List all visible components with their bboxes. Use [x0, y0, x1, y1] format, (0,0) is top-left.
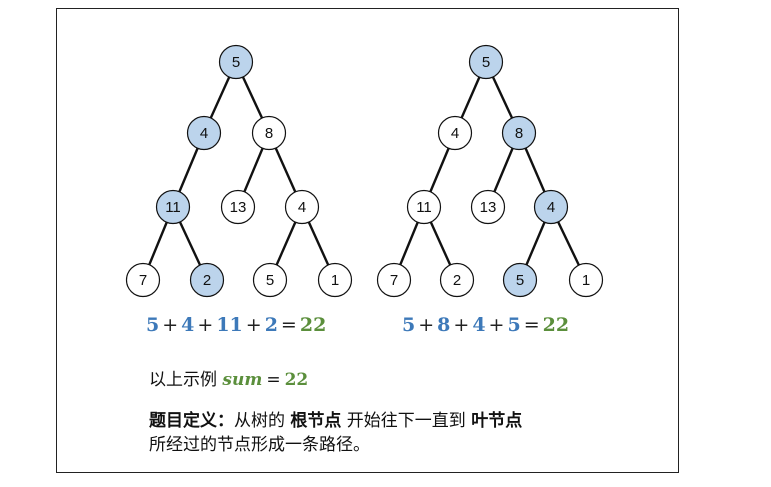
tree-node: 5: [252, 262, 288, 298]
node-label: 7: [390, 272, 398, 289]
node-label: 11: [416, 199, 432, 216]
definition-text-1: 从树的: [234, 411, 291, 431]
node-label: 5: [266, 272, 274, 289]
tree-node: 1: [317, 262, 353, 298]
node-label: 4: [451, 125, 459, 142]
node-circle: [189, 262, 225, 298]
sum-variable: sum: [222, 370, 263, 390]
node-circle: [470, 189, 506, 225]
tree-node: 2: [439, 262, 475, 298]
tree-node: 7: [376, 262, 412, 298]
node-circle: [439, 262, 475, 298]
definition-line-1: 题目定义：从树的 根节点 开始往下一直到 叶节点: [149, 406, 522, 431]
definition-title: 题目定义：: [149, 411, 234, 431]
node-label: 1: [582, 272, 590, 289]
node-circle: [568, 262, 604, 298]
equation-right: 5+8+4+5=22: [402, 314, 569, 336]
tree-node-highlighted: 5: [468, 44, 504, 80]
definition-text-3: 所经过的节点形成一条路径。: [149, 435, 370, 455]
plus-operator: +: [162, 314, 179, 336]
node-circle: [251, 115, 287, 151]
node-circle: [533, 189, 569, 225]
equation-result: 22: [299, 314, 327, 336]
tree-node-highlighted: 2: [189, 262, 225, 298]
plus-operator: +: [488, 314, 505, 336]
tree-node: 1: [568, 262, 604, 298]
node-label: 7: [139, 272, 147, 289]
plus-operator: +: [245, 314, 262, 336]
node-label: 8: [515, 125, 523, 142]
tree-node: 8: [251, 115, 287, 151]
equals-operator: =: [523, 314, 540, 336]
tree-node-highlighted: 11: [155, 189, 191, 225]
tree-node-highlighted: 8: [501, 115, 537, 151]
equation-term: 5: [402, 314, 416, 336]
node-label: 4: [298, 199, 306, 216]
equation-term: 2: [264, 314, 278, 336]
plus-operator: +: [418, 314, 435, 336]
equation-term: 11: [216, 314, 243, 336]
tree-node-highlighted: 5: [218, 44, 254, 80]
tree-node: 7: [125, 262, 161, 298]
node-label: 4: [200, 125, 208, 142]
equation-term: 8: [437, 314, 451, 336]
definition-text-2: 开始往下一直到: [341, 411, 472, 431]
node-circle: [437, 115, 473, 151]
node-circle: [125, 262, 161, 298]
node-label: 5: [482, 54, 490, 71]
node-circle: [376, 262, 412, 298]
tree-node: 13: [470, 189, 506, 225]
definition-line-2: 所经过的节点形成一条路径。: [149, 430, 370, 455]
node-circle: [252, 262, 288, 298]
node-label: 5: [516, 272, 524, 289]
tree-node: 13: [220, 189, 256, 225]
node-circle: [501, 115, 537, 151]
example-prefix: 以上示例: [149, 370, 217, 390]
node-circle: [468, 44, 504, 80]
node-label: 13: [230, 199, 247, 216]
plus-operator: +: [453, 314, 470, 336]
equation-term: 4: [472, 314, 486, 336]
tree-node-highlighted: 4: [533, 189, 569, 225]
node-circle: [317, 262, 353, 298]
tree-node-highlighted: 4: [186, 115, 222, 151]
sum-value: 22: [284, 370, 309, 390]
node-circle: [186, 115, 222, 151]
sum-equals: =: [266, 370, 281, 390]
node-circle: [155, 189, 191, 225]
node-circle: [502, 262, 538, 298]
equation-term: 4: [181, 314, 195, 336]
node-circle: [284, 189, 320, 225]
node-label: 2: [203, 272, 211, 289]
equation-term: 5: [507, 314, 521, 336]
node-label: 4: [547, 199, 555, 216]
leaf-node-term: 叶节点: [471, 411, 523, 431]
equals-operator: =: [280, 314, 297, 336]
node-label: 1: [331, 272, 339, 289]
equation-left: 5+4+11+2=22: [146, 314, 326, 336]
node-circle: [218, 44, 254, 80]
example-line: 以上示例 sum=22: [149, 365, 308, 390]
equation-result: 22: [542, 314, 570, 336]
tree-node-highlighted: 5: [502, 262, 538, 298]
node-label: 11: [165, 199, 181, 216]
tree-node: 11: [406, 189, 442, 225]
node-circle: [220, 189, 256, 225]
node-label: 5: [232, 54, 240, 71]
node-circle: [406, 189, 442, 225]
node-label: 8: [265, 125, 273, 142]
equation-term: 5: [146, 314, 160, 336]
plus-operator: +: [197, 314, 214, 336]
tree-node: 4: [284, 189, 320, 225]
node-label: 13: [480, 199, 497, 216]
root-node-term: 根节点: [290, 411, 342, 431]
node-label: 2: [453, 272, 461, 289]
tree-node: 4: [437, 115, 473, 151]
